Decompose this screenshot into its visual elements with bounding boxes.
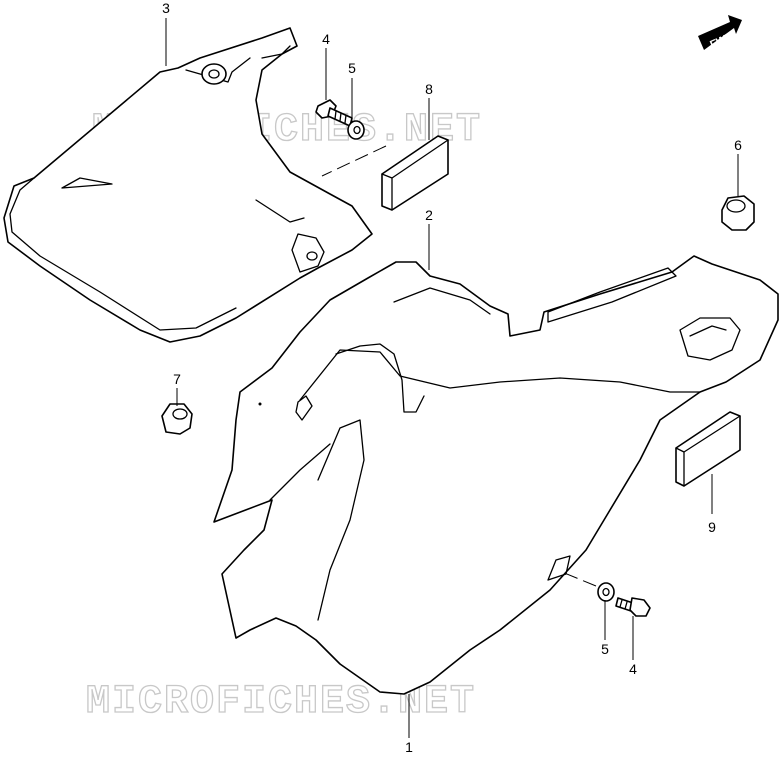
- alignment-line-upper: [321, 145, 387, 177]
- part-5-washer-upper: [347, 120, 365, 140]
- part-1-right-cover: [213, 255, 779, 695]
- callout-1: 1: [405, 739, 413, 755]
- callout-7: 7: [173, 371, 181, 387]
- part-6-grommet: [721, 195, 755, 231]
- part-3-left-cover: [3, 27, 373, 343]
- callout-4: 4: [322, 31, 330, 47]
- callout-3: 3: [162, 0, 170, 16]
- callout-5: 5: [601, 641, 609, 657]
- part-4-bolt-lower: [615, 597, 651, 617]
- callout-9: 9: [708, 519, 716, 535]
- callout-8: 8: [425, 81, 433, 97]
- part-5-washer-lower: [597, 582, 615, 602]
- part-9-pad: [675, 411, 741, 487]
- callout-2: 2: [425, 207, 433, 223]
- callout-5: 5: [348, 60, 356, 76]
- part-7-grommet: [161, 403, 193, 435]
- alignment-line-lower: [561, 571, 597, 587]
- fwd-arrow-icon: FWD: [698, 15, 742, 51]
- part-8-pad: [381, 135, 449, 211]
- callout-6: 6: [734, 137, 742, 153]
- callout-4: 4: [629, 661, 637, 677]
